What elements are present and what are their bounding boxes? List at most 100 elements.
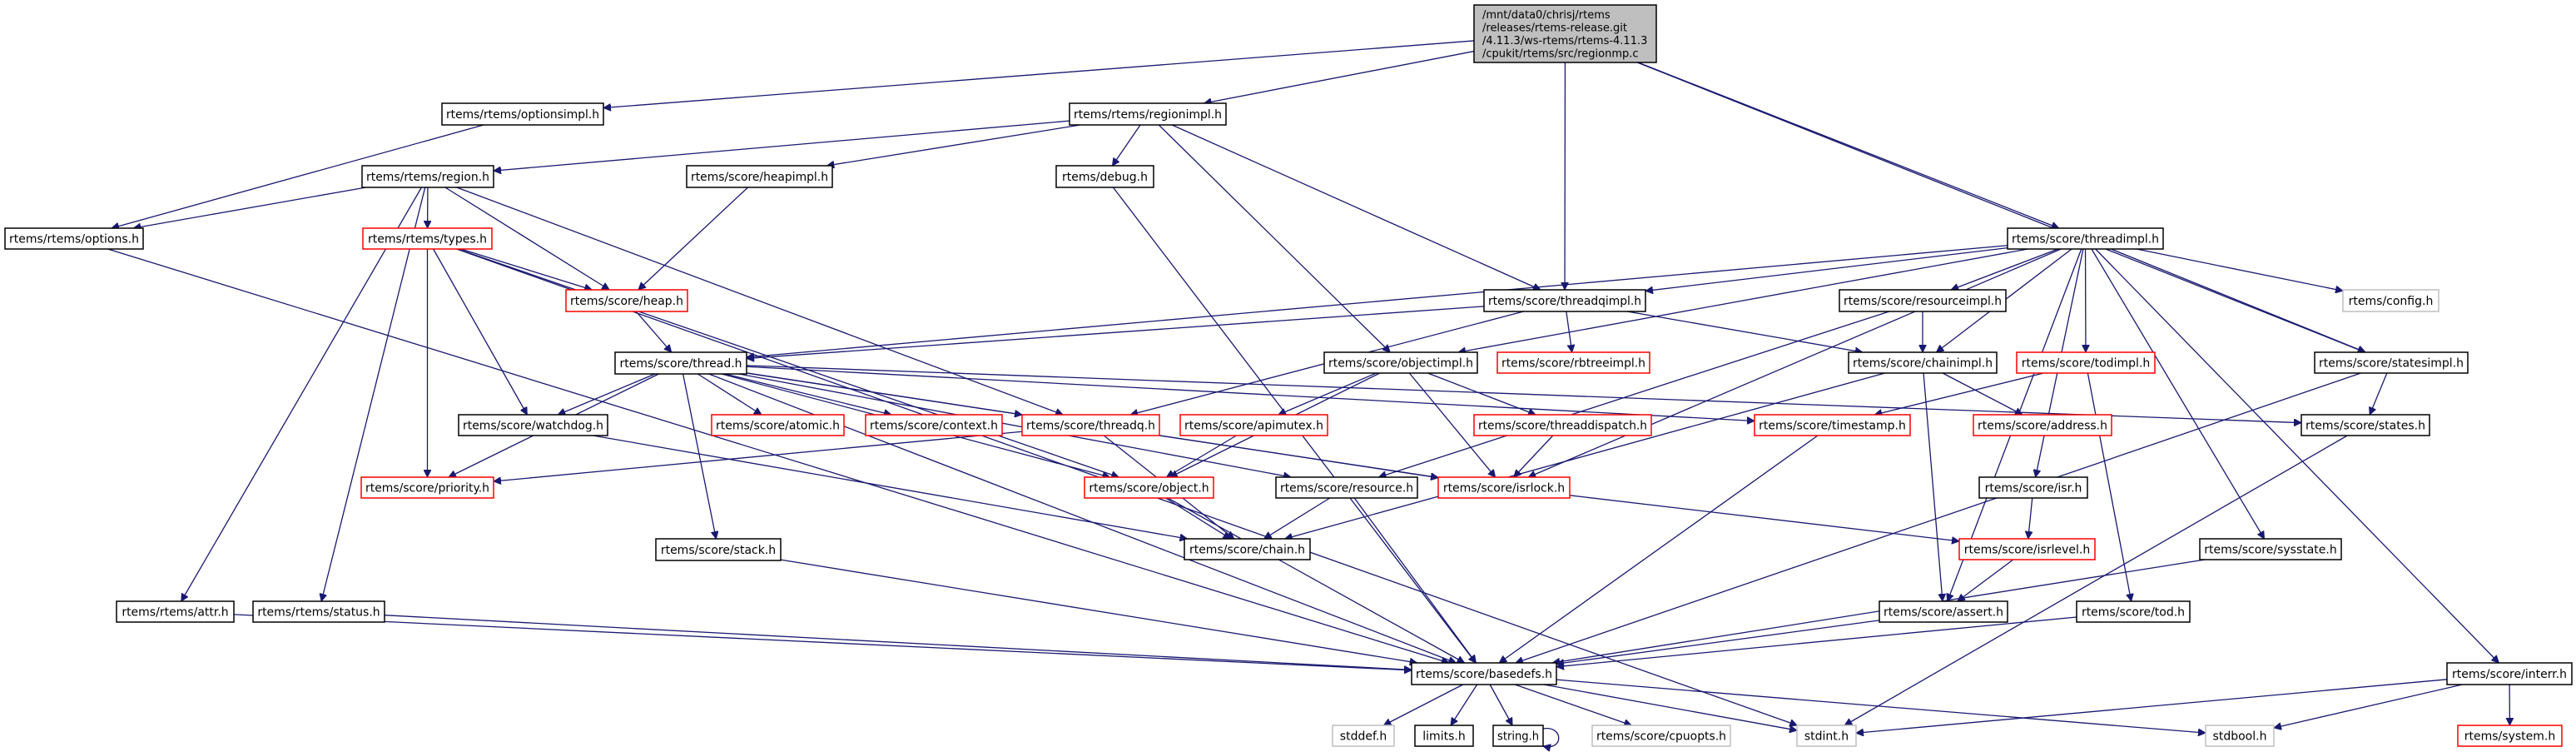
- node-debug[interactable]: rtems/debug.h: [1055, 165, 1154, 188]
- stack-label: rtems/score/stack.h: [661, 544, 776, 557]
- node-context[interactable]: rtems/score/context.h: [865, 414, 1003, 436]
- heapimpl-box: [686, 165, 833, 188]
- node-limits[interactable]: limits.h: [1414, 725, 1474, 747]
- edge-isrlock-to-isrlevel: [1569, 495, 1959, 541]
- node-address[interactable]: rtems/score/address.h: [1973, 414, 2112, 436]
- root-node-label-line: /releases/rtems-release.git: [1482, 22, 1627, 35]
- basedefs-box: [1411, 662, 1557, 685]
- edge-region-to-status: [321, 187, 426, 601]
- node-threadqimpl[interactable]: rtems/score/threadqimpl.h: [1483, 289, 1646, 312]
- node-object[interactable]: rtems/score/object.h: [1084, 476, 1214, 499]
- node-priority[interactable]: rtems/score/priority.h: [360, 476, 494, 499]
- cpuopts-label: rtems/score/cpuopts.h: [1596, 730, 1726, 744]
- edge-interr-to-stdint: [1856, 679, 2448, 733]
- debug-box: [1055, 165, 1154, 188]
- options-box: [4, 227, 144, 250]
- assert-label: rtems/score/assert.h: [1884, 606, 2003, 620]
- sysstate-box: [2199, 538, 2342, 560]
- node-assert[interactable]: rtems/score/assert.h: [1879, 600, 2008, 623]
- resource-label: rtems/score/resource.h: [1280, 482, 1413, 496]
- node-options[interactable]: rtems/rtems/options.h: [4, 227, 144, 250]
- edge-threadimpl-to-isrlock: [1528, 248, 2062, 477]
- node-stddef[interactable]: stddef.h: [1332, 725, 1395, 747]
- edge-regionimpl-to-objectimpl: [1158, 124, 1390, 352]
- node-root-file[interactable]: /mnt/data0/chrisj/rtems/releases/rtems-r…: [1473, 4, 1657, 63]
- node-threadq[interactable]: rtems/score/threadq.h: [1021, 414, 1160, 436]
- node-threadimpl[interactable]: rtems/score/threadimpl.h: [2007, 227, 2164, 250]
- isrlock-box: [1437, 476, 1571, 499]
- node-apimutex[interactable]: rtems/score/apimutex.h: [1179, 414, 1328, 436]
- priority-label: rtems/score/priority.h: [365, 482, 489, 496]
- node-basedefs[interactable]: rtems/score/basedefs.h: [1411, 662, 1557, 685]
- object-label: rtems/score/object.h: [1089, 482, 1209, 496]
- edge-threadimpl-to-objectimpl: [1458, 248, 2028, 352]
- node-heap[interactable]: rtems/score/heap.h: [565, 289, 688, 312]
- edge-basedefs-to-stdint: [1543, 684, 1797, 730]
- node-statesimpl[interactable]: rtems/score/statesimpl.h: [2314, 351, 2469, 374]
- node-system[interactable]: rtems/system.h: [2457, 725, 2563, 747]
- node-atomic[interactable]: rtems/score/atomic.h: [711, 414, 845, 436]
- node-thread[interactable]: rtems/score/thread.h: [614, 351, 747, 375]
- node-types[interactable]: rtems/rtems/types.h: [362, 227, 493, 250]
- edge-regionimpl-to-heapimpl: [826, 124, 1081, 166]
- status-box: [252, 600, 385, 623]
- edge-basedefs-to-stddef: [1383, 684, 1463, 726]
- node-tod[interactable]: rtems/score/tod.h: [2076, 600, 2191, 623]
- node-chainimpl[interactable]: rtems/score/chainimpl.h: [1848, 351, 1998, 374]
- node-states[interactable]: rtems/score/states.h: [2301, 414, 2430, 436]
- node-threaddispatch[interactable]: rtems/score/threaddispatch.h: [1473, 414, 1652, 436]
- node-sysstate[interactable]: rtems/score/sysstate.h: [2199, 538, 2342, 560]
- interr-box: [2446, 662, 2573, 685]
- edge-heapimpl-to-heap: [638, 187, 749, 290]
- node-resource[interactable]: rtems/score/resource.h: [1275, 476, 1418, 499]
- edge-basedefs-to-cpuopts: [1514, 684, 1631, 725]
- states-box: [2301, 414, 2430, 436]
- edges-layer: [107, 40, 2510, 747]
- node-regionimpl[interactable]: rtems/rtems/regionimpl.h: [1069, 102, 1227, 126]
- watchdog-box: [458, 414, 608, 436]
- node-string[interactable]: string.h: [1492, 725, 1544, 747]
- cpuopts-box: [1591, 725, 1731, 747]
- node-watchdog[interactable]: rtems/score/watchdog.h: [458, 414, 608, 436]
- node-chain[interactable]: rtems/score/chain.h: [1184, 538, 1311, 560]
- node-isr[interactable]: rtems/score/isr.h: [1978, 476, 2088, 499]
- node-optionsimpl[interactable]: rtems/rtems/optionsimpl.h: [441, 102, 604, 126]
- node-stdbool[interactable]: stdbool.h: [2205, 725, 2275, 747]
- edge-threadqimpl-to-thread: [747, 306, 1485, 359]
- watchdog-label: rtems/score/watchdog.h: [463, 420, 603, 433]
- atomic-label: rtems/score/atomic.h: [716, 420, 840, 433]
- assert-box: [1879, 600, 2008, 623]
- node-attr[interactable]: rtems/rtems/attr.h: [116, 600, 235, 623]
- edge-statesimpl-to-basedefs: [1516, 372, 2361, 663]
- node-timestamp[interactable]: rtems/score/timestamp.h: [1754, 414, 1911, 436]
- node-cpuopts[interactable]: rtems/score/cpuopts.h: [1591, 725, 1731, 747]
- node-region[interactable]: rtems/rtems/region.h: [361, 165, 494, 188]
- chain-box: [1184, 538, 1311, 560]
- edge-todimpl-to-timestamp: [1874, 372, 2044, 415]
- resourceimpl-box: [1839, 289, 2007, 312]
- options-label: rtems/rtems/options.h: [9, 233, 139, 247]
- node-isrlock[interactable]: rtems/score/isrlock.h: [1437, 476, 1571, 499]
- edge-root-to-optionsimpl: [603, 40, 1475, 108]
- node-rbtreeimpl[interactable]: rtems/score/rbtreeimpl.h: [1496, 351, 1650, 374]
- edge-threadimpl-to-thread: [747, 245, 2008, 357]
- node-todimpl[interactable]: rtems/score/todimpl.h: [2016, 351, 2156, 374]
- stdbool-label: stdbool.h: [2213, 730, 2267, 744]
- config-label: rtems/config.h: [2349, 295, 2434, 308]
- node-stack[interactable]: rtems/score/stack.h: [655, 538, 782, 561]
- edge-string-self: [1543, 728, 1560, 747]
- edge-threadimpl-to-resourceimpl: [1951, 248, 2058, 290]
- node-resourceimpl[interactable]: rtems/score/resourceimpl.h: [1839, 289, 2007, 312]
- node-stdint[interactable]: stdint.h: [1796, 725, 1857, 747]
- node-status[interactable]: rtems/rtems/status.h: [252, 600, 385, 623]
- edge-todimpl-to-tod: [2087, 372, 2131, 601]
- threaddispatch-box: [1473, 414, 1652, 436]
- node-isrlevel[interactable]: rtems/score/isrlevel.h: [1958, 538, 2096, 560]
- stddef-box: [1332, 725, 1395, 747]
- edge-resourceimpl-to-resource: [1379, 311, 1890, 477]
- edge-objectimpl-to-apimutex: [1278, 372, 1377, 415]
- node-objectimpl[interactable]: rtems/score/objectimpl.h: [1323, 351, 1478, 374]
- node-heapimpl[interactable]: rtems/score/heapimpl.h: [686, 165, 833, 188]
- node-config[interactable]: rtems/config.h: [2342, 289, 2440, 312]
- node-interr[interactable]: rtems/score/interr.h: [2446, 662, 2573, 685]
